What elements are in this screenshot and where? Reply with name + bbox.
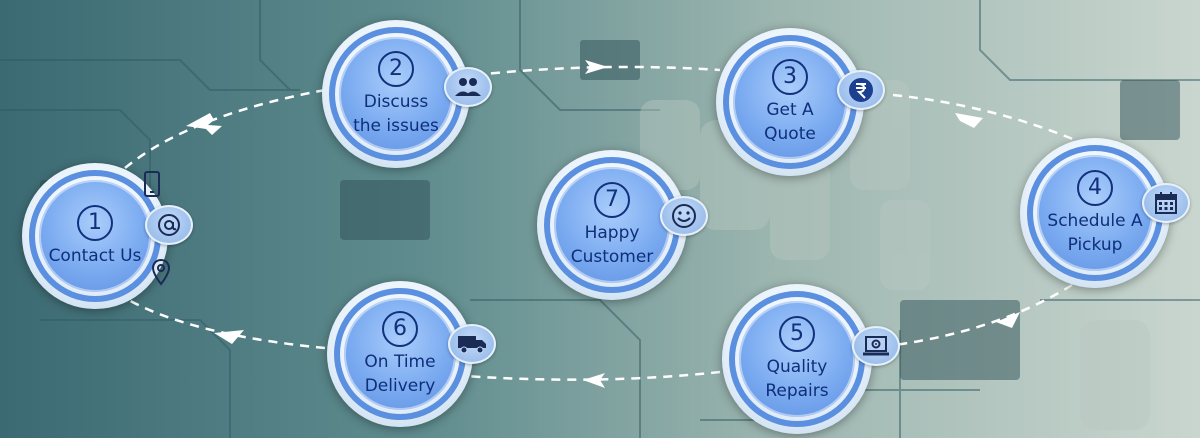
laptop-gear-icon [852,326,900,366]
step-number: 2 [378,50,414,87]
path-1-to-2 [124,88,326,169]
step-number: 6 [382,310,418,347]
step-number: 5 [779,315,815,352]
at-sign-icon [145,205,193,245]
mobile-icon [142,170,162,202]
step-label: Schedule A Pickup [1047,210,1143,255]
people-group-icon [444,67,492,107]
smiley-icon [660,196,708,236]
path-2-to-3 [474,65,721,77]
arrow-2-to-3 [585,60,608,74]
arrow-4-to-5 [996,312,1020,328]
step-label: Contact Us [48,245,142,266]
rupee-icon [837,70,885,110]
step-number: 1 [77,204,113,241]
arrow-5-to-6 [583,373,605,388]
arrow-6-to-1 [214,330,244,344]
step-number: 4 [1077,169,1113,206]
step-label: Discuss the issues [353,91,439,136]
step-label: On Time Delivery [364,351,436,396]
step-5-quality-repairs[interactable]: 5 Quality Repairs [722,284,872,434]
path-6-to-1 [124,296,326,350]
step-label: Get A Quote [764,99,816,144]
path-3-to-4 [892,93,1076,142]
location-pin-icon [150,258,172,290]
step-label: Quality Repairs [765,356,829,401]
arrow-1-to-2 [186,113,222,135]
step-number: 3 [772,58,808,95]
path-4-to-5 [894,283,1073,347]
calendar-icon [1142,183,1190,223]
step-1-contact-us[interactable]: 1 Contact Us [22,163,168,309]
step-3-get-a-quote[interactable]: 3 Get A Quote [716,28,864,176]
truck-icon [448,324,496,364]
arrow-3-to-4 [955,113,983,128]
step-number: 7 [594,181,630,218]
step-label: Happy Customer [570,222,654,267]
